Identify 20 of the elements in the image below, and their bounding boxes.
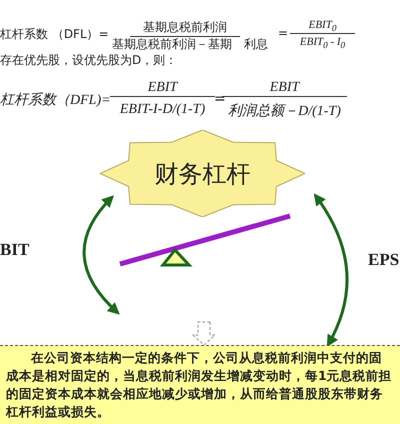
formula-text: = [278, 26, 288, 40]
axis-label: EPS [368, 250, 400, 270]
formula-text: EBIT$_{0}$ - I$_{0}$ [298, 36, 346, 50]
star-shape [100, 130, 305, 217]
axis-label: BIT [0, 240, 30, 260]
formula-text: EBIT-I-D/(1-T) [118, 102, 206, 118]
curved-arrow [314, 193, 348, 348]
formula-numerator: EBIT [222, 80, 347, 97]
description-text: 在公司资本结构一定的条件下，公司从息税前利润中支付的固成本是相对固定的，当息税前利润发生增减变动时，每1元息税前担的固定资本成本就会相应地减少或增加，从而给普通股股东带财务杠杆利益或损失。 [6, 349, 393, 421]
formula-text: 杠杆系数 （DFL）= [0, 26, 109, 43]
formula-text: 基期息税前利润－基期 利息 [111, 36, 269, 53]
star-title: 财务杠杆 [154, 158, 250, 190]
formula-numerator: EBIT$_{0}$ [290, 19, 355, 34]
block-arrow [192, 322, 216, 346]
formula-numerator: 基期息税前利润 [130, 19, 240, 37]
curved-arrow [82, 195, 120, 315]
formula-text: 杠杆系数（DFL)= [0, 91, 111, 109]
formula-text: 利润总额－D/(1-T) [227, 102, 342, 120]
formula-text: 存在优先股，设优先股为D，则： [0, 52, 178, 69]
formula-numerator: EBIT [110, 80, 215, 97]
